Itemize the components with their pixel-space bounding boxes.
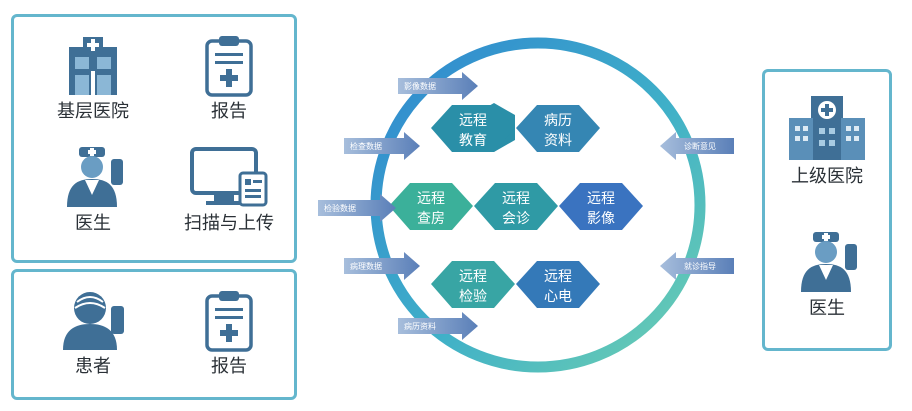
arrow-pathology-data-label: 病理数据 [350,261,382,271]
superior-doctor-item: 医生 [762,230,892,320]
arrow-treatment-guidance-label: 就诊指导 [684,261,716,271]
arrow-pathology-data: 病理数据 [344,252,420,280]
hospital-building-icon [69,37,117,95]
monitor-scan-icon [190,147,268,207]
hex-tele-education-line2: 教育 [459,133,487,149]
scan-upload-item: 扫描与上传 [164,145,294,235]
hex-medical-records-line1: 病历 [544,113,572,129]
patient-icon [63,292,124,350]
hex-tele-education-line1: 远程 [459,113,487,129]
hex-tele-imaging-line2: 影像 [587,211,615,227]
hex-tele-ecg: 远程 心电 [516,261,600,308]
hex-tele-imaging-line1: 远程 [587,191,615,207]
superior-hospital-label: 上级医院 [791,166,863,187]
hex-tele-consultation-line2: 会诊 [502,211,530,227]
hex-tele-rounds-line2: 查房 [417,211,445,227]
hex-tele-education: 远程 教育 [431,103,515,152]
hex-tele-consultation-line1: 远程 [502,191,530,207]
arrow-treatment-guidance: 就诊指导 [660,252,734,280]
right-panel: 上级医院 医生 [762,69,892,351]
patient-report-item: 报告 [164,288,294,378]
primary-hospital-item: 基层医院 [28,33,158,123]
arrow-exam-data-label: 检查数据 [350,141,382,151]
clipboard-report-icon [205,291,253,352]
hex-tele-lab: 远程 检验 [431,261,515,308]
arrow-lab-data-label: 检验数据 [324,203,356,213]
arrow-medical-history: 病历资料 [398,312,478,340]
doctor-item: 医生 [28,145,158,235]
hex-tele-ecg-line2: 心电 [544,289,572,305]
superior-hospital-item: 上级医院 [762,92,892,188]
tall-hospital-icon [789,96,865,160]
hex-tele-consultation: 远程 会诊 [474,183,558,230]
arrow-diagnosis-opinion-label: 诊断意见 [684,141,716,151]
hex-tele-lab-line2: 检验 [459,289,487,305]
hex-medical-records-line2: 资料 [544,133,572,149]
doctor-icon [67,147,123,207]
patient-item: 患者 [28,288,158,378]
doctor-label: 医生 [75,213,111,234]
report-label: 报告 [211,101,247,122]
patient-report-label: 报告 [211,356,247,377]
hex-tele-imaging: 远程 影像 [559,183,643,230]
primary-hospital-label: 基层医院 [57,101,129,122]
hex-tele-ecg-line1: 远程 [544,269,572,285]
report-item: 报告 [164,33,294,123]
arrow-exam-data: 检查数据 [344,132,420,160]
arrow-medical-history-label: 病历资料 [404,321,436,331]
left-bottom-panel: 患者 报告 [11,269,297,400]
superior-doctor-label: 医生 [809,298,845,319]
hex-tele-rounds-line1: 远程 [417,191,445,207]
scan-upload-label: 扫描与上传 [184,213,274,234]
arrow-imaging-data: 影像数据 [398,72,478,100]
arrow-lab-data: 检验数据 [318,194,396,222]
arrow-diagnosis-opinion: 诊断意见 [660,132,734,160]
hex-tele-rounds: 远程 查房 [389,183,473,230]
clipboard-report-icon [205,36,253,97]
arrow-imaging-data-label: 影像数据 [404,81,436,91]
patient-label: 患者 [75,356,111,377]
hex-tele-lab-line1: 远程 [459,269,487,285]
left-top-panel: 基层医院 报告 医生 [11,14,297,263]
hex-medical-records: 病历 资料 [516,105,600,152]
doctor-icon [801,232,857,292]
